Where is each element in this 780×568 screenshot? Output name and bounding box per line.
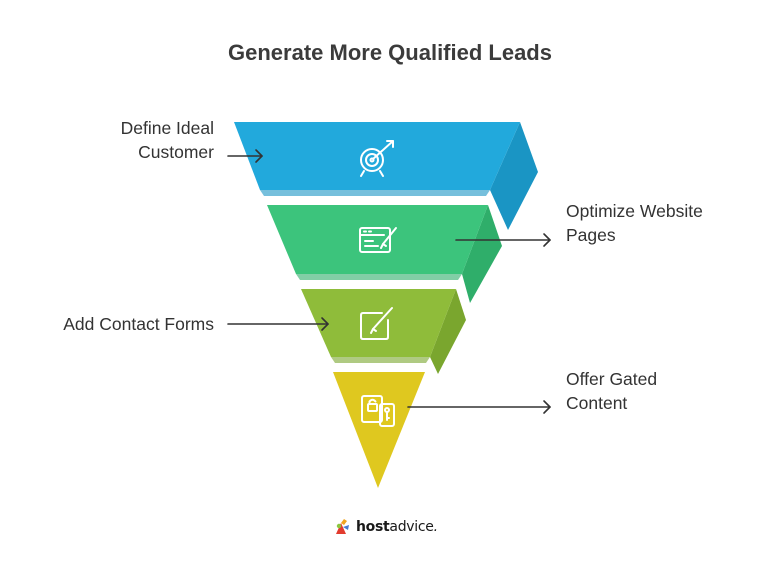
stage-1-side [490,122,538,230]
funnel-stage-4 [333,372,425,488]
brand-rest: advice [389,519,434,535]
webpage-edit-icon [359,227,397,253]
stage-2-bottom [296,274,462,280]
arrow-optimize-website-pages [455,233,551,247]
label-offer-gated-content: Offer Gated Content [566,367,657,415]
label-line: Add Contact Forms [63,314,214,334]
label-line: Content [566,393,628,413]
label-line: Customer [138,142,214,162]
hostadvice-wordmark: hostadvice. [356,519,438,535]
arrow-add-contact-forms [227,317,329,331]
label-line: Offer Gated [566,369,658,389]
edit-form-icon [360,307,393,340]
label-optimize-website-pages: Optimize Website Pages [566,199,703,247]
label-define-ideal-customer: Define Ideal Customer [121,116,214,164]
stage-2-side [462,205,502,303]
locked-content-icon [361,395,395,427]
diagram-title: Generate More Qualified Leads [228,40,552,65]
stage-3-side [430,289,466,374]
funnel-stage-2 [267,205,502,303]
stage-3-bottom [331,357,430,363]
stage-1-bottom [260,190,490,196]
brand-bold: host [356,519,390,535]
stage-4-face [333,372,425,488]
stage-2-face [267,205,488,274]
funnel-stage-3 [301,289,466,374]
hostadvice-brand: hostadvice. [332,515,438,539]
hostadvice-logo-icon [336,519,349,534]
brand-suffix: . [433,519,438,535]
label-add-contact-forms: Add Contact Forms [63,312,214,336]
label-line: Define Ideal [120,118,214,138]
label-line: Pages [566,225,616,245]
arrow-define-ideal-customer [227,149,263,163]
arrow-offer-gated-content [407,400,551,414]
label-line: Optimize Website [566,201,703,221]
target-icon [360,140,394,177]
